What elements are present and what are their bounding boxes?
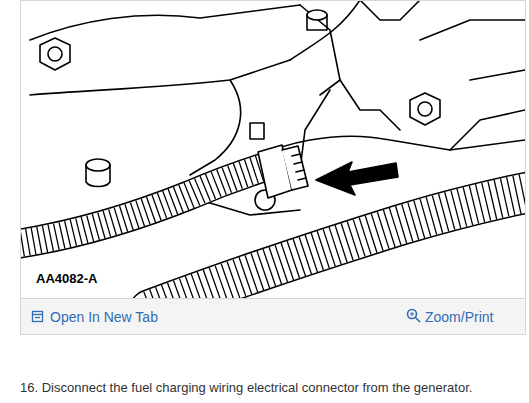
casting-edge [420,20,525,40]
casting-edge [320,80,340,95]
bracket-edge [290,0,360,60]
hex-bolt [40,38,70,70]
link-text: Zoom/Print [425,309,493,325]
figure-code: AA4082-A [34,270,99,287]
casting-edge [470,70,525,80]
bracket-edge [30,60,290,95]
generator-housing [200,200,300,215]
hex-bolt [410,93,440,125]
conduit [150,190,525,298]
casting-edge [360,0,420,20]
stud [307,10,327,30]
casting-edge [190,80,241,175]
pointer-arrow [316,162,398,195]
casting-edge [300,90,330,170]
casting-edge [450,110,525,150]
new-tab-icon [33,312,43,322]
image-frame [21,1,526,299]
link-bar [21,299,526,335]
bracket-edge [30,5,300,40]
zoom-icon [408,310,421,323]
stud [86,159,110,187]
casting-edge [300,5,400,130]
caption-text: 16. Disconnect the fuel charging wiring … [20,380,472,395]
electrical-connector [250,123,308,198]
wiring-harness [21,168,262,245]
link-text: Open In New Tab [50,309,158,325]
